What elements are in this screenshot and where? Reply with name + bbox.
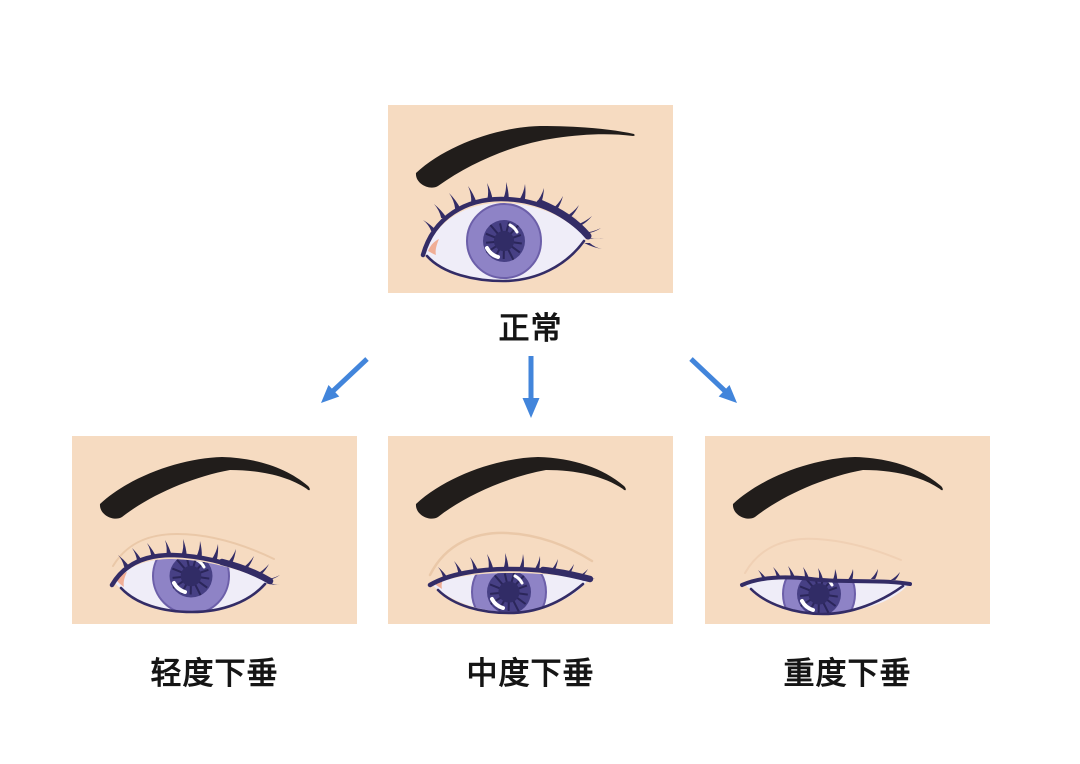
eyelash <box>165 540 172 556</box>
pupil <box>498 581 520 603</box>
eyebrow-graphic <box>415 126 635 188</box>
eyelash <box>181 539 187 556</box>
iris-highlight-lower <box>485 246 500 259</box>
eyelash <box>565 205 579 217</box>
eyelash <box>503 553 509 569</box>
eye-illustration-normal <box>388 105 673 293</box>
arrow-down-right <box>689 357 737 403</box>
eyelid-crease <box>428 531 594 577</box>
eyelash <box>832 569 838 580</box>
eyelash <box>773 567 782 578</box>
label-mild: 轻度下垂 <box>150 656 279 691</box>
pupil <box>808 583 830 605</box>
eyelash <box>263 575 280 580</box>
eye-illustration-severe <box>705 436 990 624</box>
eyelash <box>503 182 509 199</box>
eyelash <box>226 549 236 564</box>
lower-lid-line <box>749 584 905 616</box>
eyelash <box>147 543 157 558</box>
eyelash <box>585 238 604 239</box>
label-moderate: 中度下垂 <box>466 656 595 691</box>
eyelash <box>551 196 563 210</box>
eyelash <box>487 183 493 200</box>
eyelash <box>519 184 526 200</box>
eyelash <box>847 569 854 580</box>
eyelash <box>449 193 461 209</box>
eyelash <box>470 557 479 572</box>
label-severe: 重度下垂 <box>783 656 912 691</box>
eyelash <box>535 188 544 204</box>
eyelash <box>518 554 524 570</box>
eyelash <box>118 555 130 567</box>
arrow-down-left <box>321 357 369 403</box>
eyelash <box>583 228 601 233</box>
eyelash <box>423 220 437 231</box>
eyelash <box>454 561 464 575</box>
eyelash <box>533 556 541 571</box>
arrow-down <box>522 356 540 418</box>
pupil <box>180 565 202 587</box>
eyelid-crease <box>744 537 902 574</box>
eye-panel-mild <box>72 436 357 624</box>
eyelash <box>788 566 796 578</box>
tear-duct <box>117 572 127 587</box>
eyelash <box>211 544 219 560</box>
eyelash <box>576 216 592 225</box>
lower-lid-line <box>436 582 585 615</box>
eyelash <box>487 554 494 570</box>
eyebrow-graphic <box>732 457 943 519</box>
iris-highlight-lower <box>172 581 187 594</box>
eyelash <box>241 556 254 569</box>
eye-panel-normal <box>388 105 673 293</box>
upper-lid-line <box>740 575 912 587</box>
eyebrow-graphic <box>99 457 310 519</box>
eyelash <box>434 204 447 218</box>
eyelash <box>438 567 449 579</box>
label-normal: 正常 <box>498 311 563 346</box>
eyelash <box>818 568 824 580</box>
eye-illustration-mild <box>72 436 357 624</box>
iris-group <box>466 203 542 279</box>
eyelash <box>196 541 202 557</box>
eyelash <box>563 564 574 576</box>
lower-lid-line <box>425 239 586 283</box>
eyelash <box>584 243 602 249</box>
eyelash <box>581 578 595 581</box>
eyelash <box>575 569 588 578</box>
iris-highlight-lower <box>490 597 505 610</box>
eye-panel-severe <box>705 436 990 624</box>
eye-panel-moderate <box>388 436 673 624</box>
eyelid-crease <box>112 532 275 567</box>
eyelash <box>870 569 878 579</box>
tear-duct <box>428 239 439 255</box>
pupil <box>493 230 515 252</box>
iris-highlight-upper <box>513 574 524 585</box>
lower-lid-line <box>119 582 267 614</box>
eyelash <box>132 548 143 562</box>
iris-highlight-upper <box>508 223 519 234</box>
eyelash <box>255 564 269 575</box>
iris-highlight-lower <box>800 599 815 612</box>
eyelash <box>468 186 477 203</box>
eyelash <box>548 559 558 573</box>
eye-illustration-moderate <box>388 436 673 624</box>
eyebrow-graphic <box>415 457 626 519</box>
eyelash <box>758 570 768 580</box>
eyelash <box>265 583 281 586</box>
eyelash <box>890 572 900 580</box>
eyelash <box>803 567 810 579</box>
